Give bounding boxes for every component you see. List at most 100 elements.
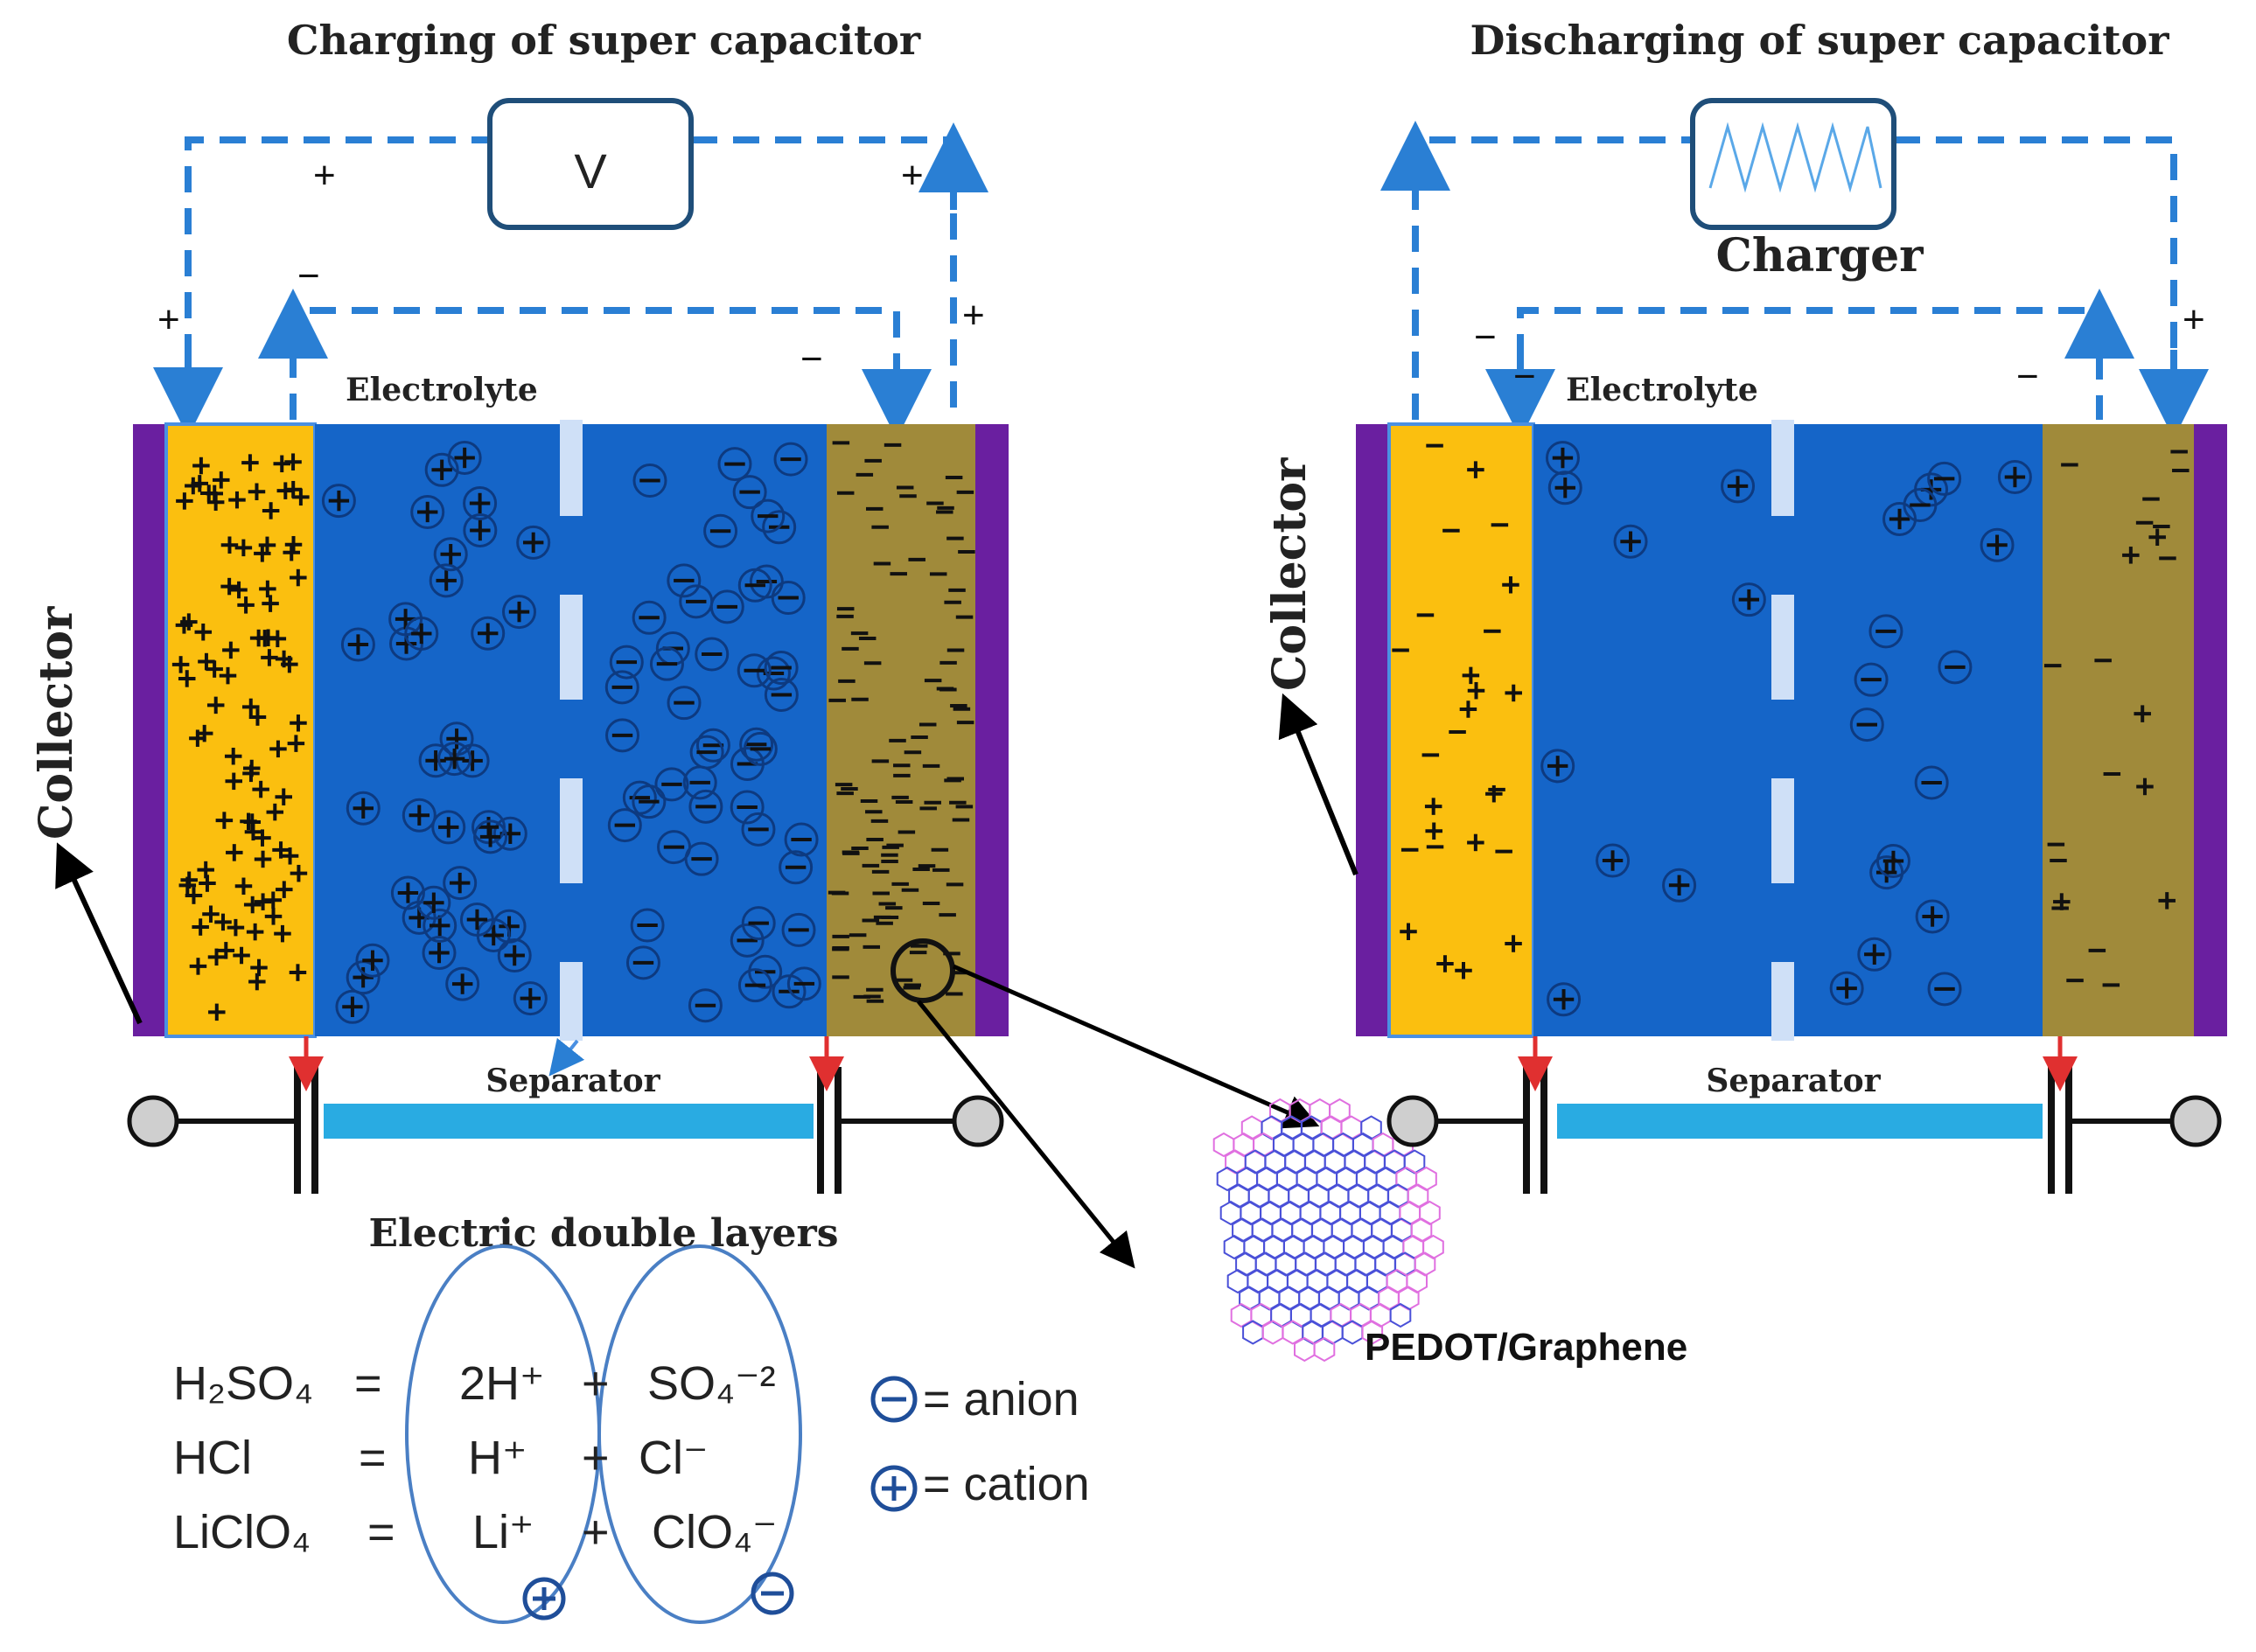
eq1-anion: SO₄⁻² [647,1357,776,1410]
cation-icon [516,525,551,560]
anion-legend-icon [870,1376,918,1423]
positive-charge-icon [180,613,198,631]
positive-charge-icon [227,918,245,937]
anion-icon [630,908,665,943]
positive-charge-icon [185,887,203,904]
zoom-arrow-upper [952,964,1320,1129]
eq1-acid: H₂SO₄ [173,1357,313,1410]
positive-charge-icon [219,666,237,685]
positive-charge-icon [284,535,303,554]
eq1-plus: + [582,1357,610,1410]
cation-icon [1545,441,1580,476]
sign-minus: − [1474,316,1497,359]
anion-icon [709,589,744,624]
anion-icon [684,841,719,876]
positive-charge-icon [189,729,206,747]
positive-charge-icon [1505,935,1522,952]
positive-charge-icon [1425,822,1442,840]
anion-icon [688,988,723,1023]
cation-icon [1980,527,2015,562]
left-ions [171,440,975,1024]
positive-charge-icon [215,812,234,829]
right-collector-pointer [1278,693,1358,876]
anion-icon [605,718,640,753]
anion-icon [730,923,765,958]
positive-charge-icon [202,905,220,923]
positive-charge-icon [254,829,271,847]
right-electrolyte [1533,424,2043,1036]
positive-charge-icon [254,545,271,562]
left-separator-dashes [560,420,583,1041]
positive-charge-icon [171,656,190,673]
anion-icon [764,678,799,713]
positive-charge-icon [1467,833,1484,852]
anion-icon [717,447,752,482]
anion-icon [1903,488,1938,523]
graphene-hexagon [1361,1320,1384,1345]
charger-box [1690,98,1896,230]
right-collector-right [2194,424,2227,1036]
charger-zigzag-icon [1708,122,1882,193]
cation-icon [321,484,356,519]
cation-icon [1613,524,1648,559]
anion-icon [743,731,778,766]
eq1-equals: = [354,1357,382,1410]
sign-minus: − [297,254,320,297]
cation-icon [473,819,508,854]
positive-charge-icon [178,670,196,687]
left-positive-electrode [164,422,317,1038]
sign-plus: + [962,294,985,337]
anion-icon [784,822,819,857]
eq2-cation: H⁺ [468,1432,527,1484]
positive-charge-icon [261,649,278,666]
graphene-hexagon [1294,1336,1316,1363]
left-collector-label: Collector [30,606,83,840]
cation-icon [1662,868,1697,903]
anion-icon [751,498,786,533]
graphene-hexagon [1370,1302,1392,1328]
left-panel: Charging of super capacitor V + + − + + … [30,17,1009,1194]
positive-charge-icon [248,708,267,726]
anion-icon [607,808,642,843]
positive-charge-icon [244,823,262,841]
sign-minus: − [800,338,823,380]
anion-icon [1854,662,1889,697]
positive-charge-icon [233,946,250,965]
cation-icon [1596,843,1631,878]
voltmeter-label: V [574,143,607,199]
positive-charge-icon [198,652,215,671]
cation-icon [346,791,381,826]
positive-charge-icon [252,780,269,798]
cation-icon [1547,471,1582,505]
cation-icon [455,743,490,778]
positive-charge-icon [264,908,283,925]
anion-icon [730,790,765,825]
eq2-acid: HCl [173,1432,252,1484]
left-electrolyte [315,424,827,1036]
positive-charge-icon [224,747,242,765]
cation-icon [429,563,464,598]
graphene-hexagon [1414,1251,1436,1277]
positive-charge-icon [1400,923,1417,940]
right-outer-circuit [1412,136,2177,420]
right-negative-electrode [2043,424,2196,1036]
sign-minus: − [1513,355,1536,398]
right-electrolyte-label: Electrolyte [1566,372,1758,408]
left-capacitor-symbol [127,1036,1004,1194]
left-negative-electrode [827,424,975,1036]
cation-icon [355,943,390,978]
graphene-hexagon [1313,1336,1336,1363]
anion-icon [1927,461,1962,496]
positive-charge-icon [1467,461,1484,478]
positive-charge-icon [259,580,276,598]
positive-charge-icon [237,596,255,614]
left-separator-label: Separator [485,1063,660,1099]
positive-charge-icon [1459,701,1477,718]
cation-icon [1915,899,1950,934]
positive-charge-icon [272,841,290,859]
right-positive-electrode [1387,422,1535,1038]
cation-icon [402,798,437,833]
positive-charge-icon [234,877,253,896]
cation-icon [335,989,370,1024]
